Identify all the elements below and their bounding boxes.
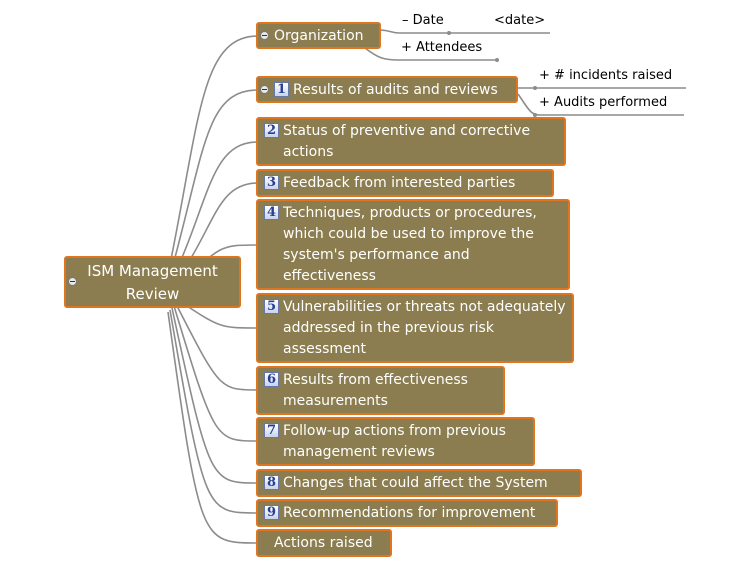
org-child-date[interactable]: – Date — [402, 13, 444, 29]
root-collapse-icon[interactable] — [68, 277, 77, 286]
topic-label-2: Status of preventive and corrective acti… — [283, 123, 531, 160]
organization-collapse-icon[interactable] — [260, 31, 269, 40]
topic-node-2[interactable]: 2 Status of preventive and corrective ac… — [256, 117, 566, 166]
topic-node-3[interactable]: 3 Feedback from interested parties — [256, 169, 554, 197]
topic-1-child-incidents[interactable]: + # incidents raised — [539, 68, 672, 84]
org-child-attendees[interactable]: + Attendees — [401, 40, 482, 56]
audits-prefix: + — [539, 95, 550, 110]
actions-raised-node[interactable]: Actions raised — [256, 529, 392, 557]
topic-node-7[interactable]: 7 Follow-up actions from previous manage… — [256, 417, 535, 466]
actions-raised-label: Actions raised — [274, 535, 373, 551]
number-4-icon: 4 — [264, 205, 279, 220]
date-label: Date — [412, 13, 444, 28]
topic-label-7: Follow-up actions from previous manageme… — [283, 423, 506, 460]
organization-node[interactable]: Organization — [256, 22, 381, 49]
topic-label-8: Changes that could affect the System — [283, 475, 548, 491]
incidents-label: # incidents raised — [554, 68, 673, 83]
topic-node-6[interactable]: 6 Results from effectiveness measurement… — [256, 366, 505, 415]
topic-label-1: Results of audits and reviews — [293, 82, 498, 98]
organization-label: Organization — [274, 28, 364, 44]
number-2-icon: 2 — [264, 123, 279, 138]
topic-node-8[interactable]: 8 Changes that could affect the System — [256, 469, 582, 497]
attendees-prefix: + — [401, 40, 412, 55]
topic-node-4[interactable]: 4 Techniques, products or procedures, wh… — [256, 199, 570, 290]
topic-node-5[interactable]: 5 Vulnerabilities or threats not adequat… — [256, 293, 574, 363]
root-node[interactable]: ISM Management Review — [64, 256, 241, 308]
number-3-icon: 3 — [264, 175, 279, 190]
incidents-prefix: + — [539, 68, 550, 83]
number-6-icon: 6 — [264, 372, 279, 387]
topic-label-9: Recommendations for improvement — [283, 505, 536, 521]
number-5-icon: 5 — [264, 299, 279, 314]
number-8-icon: 8 — [264, 475, 279, 490]
root-label: ISM Management Review — [87, 262, 218, 303]
number-9-icon: 9 — [264, 505, 279, 520]
audits-label: Audits performed — [554, 95, 668, 110]
topic-label-3: Feedback from interested parties — [283, 175, 516, 191]
date-value[interactable]: <date> — [494, 13, 546, 28]
date-prefix: – — [402, 13, 409, 28]
topic-label-5: Vulnerabilities or threats not adequatel… — [283, 299, 566, 357]
topic-1-collapse-icon[interactable] — [260, 85, 269, 94]
topic-node-9[interactable]: 9 Recommendations for improvement — [256, 499, 558, 527]
topic-label-4: Techniques, products or procedures, whic… — [283, 205, 537, 284]
number-7-icon: 7 — [264, 423, 279, 438]
topic-label-6: Results from effectiveness measurements — [283, 372, 468, 409]
number-1-icon: 1 — [274, 82, 289, 97]
attendees-label: Attendees — [416, 40, 483, 55]
topic-node-1[interactable]: 1 Results of audits and reviews — [256, 76, 518, 103]
topic-1-child-audits[interactable]: + Audits performed — [539, 95, 667, 111]
